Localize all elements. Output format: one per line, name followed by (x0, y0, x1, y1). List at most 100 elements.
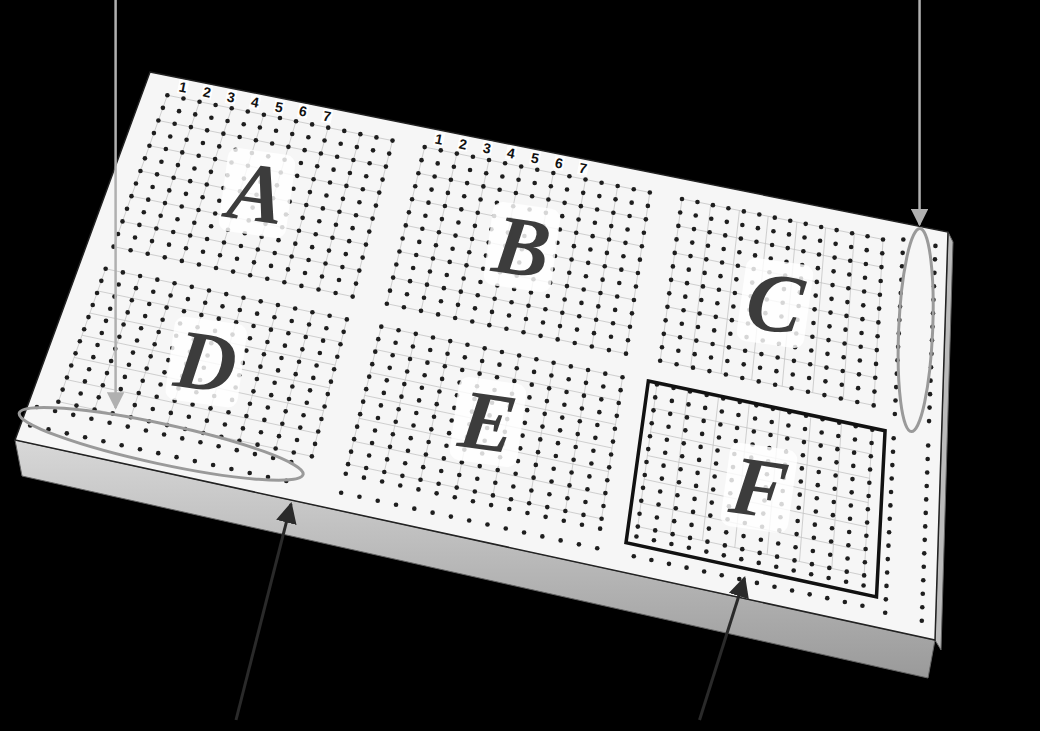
hole (609, 452, 614, 457)
hole (834, 460, 839, 465)
hole (569, 364, 574, 369)
hole (224, 292, 229, 297)
hole (656, 502, 661, 507)
hole (482, 346, 487, 351)
hole (660, 476, 665, 481)
hole (863, 275, 868, 280)
hole (291, 450, 296, 455)
hole (688, 536, 693, 541)
hole (442, 456, 447, 461)
hole (497, 362, 502, 367)
hole (560, 310, 565, 315)
hole (96, 395, 101, 400)
hole (417, 240, 422, 245)
hole (514, 366, 519, 371)
hole (665, 437, 670, 442)
hole (207, 288, 212, 293)
hole (613, 426, 618, 431)
hole (555, 337, 560, 342)
hole (330, 235, 335, 240)
grid-line (592, 186, 618, 347)
hole (444, 443, 449, 448)
hole (607, 237, 612, 242)
hole (599, 397, 604, 402)
hole (775, 355, 780, 360)
hole (425, 360, 430, 365)
hole (809, 348, 814, 353)
hole (313, 232, 318, 237)
column-number: 5 (273, 99, 285, 115)
hole (442, 286, 447, 291)
hole (447, 260, 452, 265)
hole (869, 454, 874, 459)
hole (619, 267, 624, 272)
hole (168, 293, 173, 298)
hole (121, 322, 126, 327)
hole (119, 443, 124, 448)
column-number: 1 (433, 131, 445, 147)
hole (724, 530, 729, 535)
hole (332, 367, 337, 372)
hole (710, 342, 715, 347)
hole (875, 334, 880, 339)
hole (481, 184, 486, 189)
hole (376, 337, 381, 342)
hole (653, 395, 658, 400)
hole (274, 128, 279, 133)
hole (583, 500, 588, 505)
hole (711, 203, 716, 208)
hole (403, 461, 408, 466)
hole (878, 279, 883, 284)
hole (350, 294, 355, 299)
hole (567, 483, 572, 488)
hole (675, 493, 680, 498)
hole (839, 382, 844, 387)
hole (429, 187, 434, 192)
hole (159, 159, 164, 164)
hole (299, 161, 304, 166)
hole (565, 496, 570, 501)
hole (266, 405, 271, 410)
hole (534, 463, 539, 468)
hole (801, 453, 806, 458)
hole (527, 501, 532, 506)
hole (164, 147, 169, 152)
grid-line (381, 327, 622, 378)
hole (398, 483, 403, 488)
hole (769, 420, 774, 425)
hole (712, 328, 717, 333)
hole (737, 250, 742, 255)
hole (551, 361, 556, 366)
hole (615, 184, 620, 189)
hole (413, 184, 418, 189)
hole (611, 210, 616, 215)
hole (276, 303, 281, 308)
hole (382, 391, 387, 396)
hole (213, 157, 218, 162)
hole (693, 213, 698, 218)
hole (248, 273, 253, 278)
hole (786, 423, 791, 428)
hole (390, 138, 395, 143)
hole (864, 262, 869, 267)
hole (927, 419, 932, 424)
hole (379, 324, 384, 329)
hole (519, 164, 524, 169)
hole (813, 509, 818, 514)
hole (344, 184, 349, 189)
hole (831, 269, 836, 274)
hole (663, 318, 668, 323)
hole (711, 487, 716, 492)
hole (789, 386, 794, 391)
hole (866, 507, 871, 512)
hole (576, 217, 581, 222)
hole (520, 433, 525, 438)
hole (794, 532, 799, 537)
hole (736, 413, 741, 418)
hole (258, 299, 263, 304)
hole (872, 389, 877, 394)
hole (504, 326, 509, 331)
board-top-face (15, 72, 948, 640)
hole (251, 389, 256, 394)
hole (162, 370, 167, 375)
